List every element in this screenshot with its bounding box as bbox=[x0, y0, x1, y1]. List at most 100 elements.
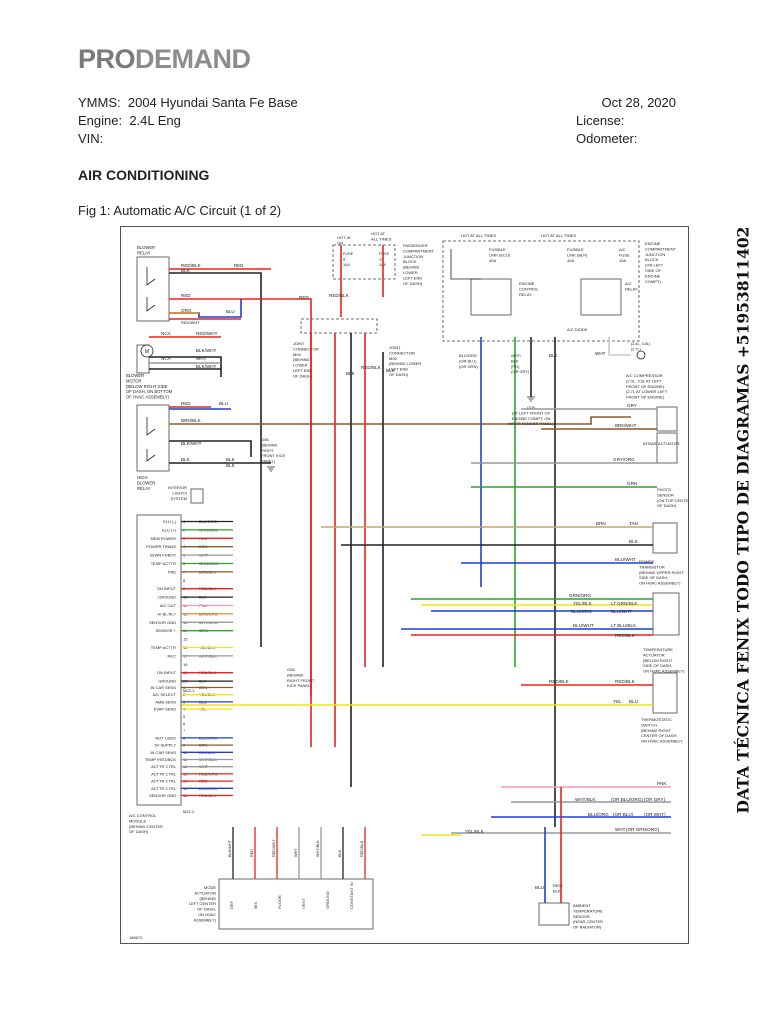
motor-symbol bbox=[140, 344, 154, 358]
report-date: Oct 28, 2020 bbox=[601, 95, 676, 110]
diagram-label: OF DASH, bbox=[197, 907, 216, 912]
diagram-label: TEMPERATURE bbox=[573, 908, 603, 913]
temperature-actuator-box bbox=[652, 592, 680, 636]
module-pin-label: FRE bbox=[168, 569, 176, 574]
wire-wht-comp bbox=[608, 337, 631, 356]
diagram-label: A/C CONTROL bbox=[129, 813, 157, 818]
diagram-label: OF DASH) bbox=[403, 281, 423, 286]
diagram-label: OF RADIATOR) bbox=[573, 925, 602, 930]
diagram-label: (NEAR CENTER bbox=[573, 919, 603, 924]
engine-value: 2.4L Eng bbox=[129, 113, 181, 128]
diagram-label: (2.7L) bbox=[631, 347, 642, 351]
diagram-label: M04 bbox=[293, 352, 302, 357]
diagram-label: INTERIOR bbox=[168, 485, 187, 490]
diagram-label: A/C DIODE bbox=[567, 327, 588, 332]
diagram-label: (BEHIND bbox=[293, 357, 310, 362]
diagram-label: YEL bbox=[613, 699, 622, 704]
module-pin-label-bottom: IN CAR SENS bbox=[150, 685, 176, 690]
diagram-label: (2.4L, 3.5L) bbox=[631, 342, 651, 346]
module-pin-number: 15 bbox=[183, 637, 188, 642]
module-pin-label: GROUND bbox=[158, 595, 176, 600]
module-pin-label: ELU (+) bbox=[162, 527, 177, 532]
module-pin-label: MEM POWER bbox=[150, 536, 176, 541]
diagram-label: (OR WHT) bbox=[644, 812, 666, 817]
diagram-label: FUSE bbox=[619, 252, 630, 257]
prodemand-logo: PRODEMAND bbox=[78, 44, 251, 74]
diagram-label: BLU bbox=[535, 885, 544, 890]
diagram-label: BRN/BLK bbox=[181, 418, 202, 423]
diagram-label: LT GRN/BLK bbox=[611, 601, 638, 606]
diagram-label: FUSIBLE bbox=[489, 247, 506, 252]
diagram-label: BLK bbox=[629, 539, 639, 544]
diagram-label: M22-2 bbox=[183, 809, 195, 814]
ymms-value: 2004 Hyundai Santa Fe Base bbox=[127, 95, 298, 110]
module-pin-label: TEMP ACTTR bbox=[151, 561, 176, 566]
diagram-label: KICK PANEL) bbox=[287, 683, 312, 688]
report-info: Oct 28, 2020 License: Odometer: bbox=[576, 94, 676, 148]
diagram-label: ON bbox=[337, 240, 343, 245]
mode-wire-label: BLK bbox=[338, 849, 342, 857]
ambient-sensor-box bbox=[538, 902, 570, 926]
diagram-label: LEFT END bbox=[389, 367, 408, 372]
diagram-label: (OR BLU) bbox=[459, 358, 477, 363]
module-pin-label: SENSOR GND bbox=[149, 620, 176, 625]
figure-title: Fig 1: Automatic A/C Circuit (1 of 2) bbox=[78, 203, 282, 218]
diagram-label: MOTOR bbox=[126, 378, 142, 383]
diagram-label: BLK/WHT bbox=[196, 364, 217, 369]
diagram-label: OF DASH) bbox=[129, 829, 149, 834]
diagram-label: BLK/WHT bbox=[181, 441, 202, 446]
diagram-label: CENTER OF DASH, bbox=[641, 733, 677, 738]
diagram-label: YEL/BLK bbox=[573, 601, 593, 606]
module-pin-number-bottom: 7 bbox=[183, 728, 186, 733]
diagram-label: FUSE bbox=[379, 252, 390, 256]
diagram-label: RED/BLK bbox=[615, 633, 636, 638]
diagram-label: BLK bbox=[511, 358, 519, 363]
diagram-label: ON HVAC ASSEMBLY) bbox=[643, 669, 685, 674]
module-pin-label-bottom: EVAP SENS bbox=[154, 707, 177, 712]
diagram-label: BRN/WHT bbox=[615, 423, 637, 428]
diagram-label: 10A bbox=[343, 263, 350, 267]
diagram-label: A/C COMPRESSOR bbox=[626, 373, 663, 378]
module-pin-label: ON INPUT bbox=[157, 670, 177, 675]
diagram-label: 12 bbox=[379, 257, 383, 261]
diagram-label: LEFT END bbox=[293, 368, 312, 373]
module-pin-label-bottom: ACTTR CTRL bbox=[151, 779, 177, 784]
diagram-label: (BEHIND RIGHT bbox=[641, 728, 672, 733]
diagram-label: MODULE bbox=[129, 818, 146, 823]
diagram-label: RED bbox=[181, 401, 191, 406]
diagram-label: TRANSISTOR bbox=[639, 564, 665, 569]
diagram-label: YEL/BLK bbox=[465, 829, 485, 834]
diagram-label: BLOWER bbox=[126, 373, 144, 378]
diagram-label: PHOTO bbox=[657, 487, 671, 492]
diagram-label: TEMPERATURE bbox=[643, 647, 673, 652]
diagram-label: RED/BLK bbox=[181, 263, 202, 268]
module-pin-label: SENSOR + bbox=[156, 628, 177, 633]
mode-pin-label: DEF bbox=[229, 900, 234, 909]
diagram-label: RED bbox=[234, 263, 243, 268]
diagram-label: CONNECTOR bbox=[389, 350, 415, 355]
vehicle-info: YMMS: 2004 Hyundai Santa Fe Base Engine:… bbox=[78, 94, 298, 148]
diagram-label: (OR GRY) bbox=[511, 369, 530, 374]
diagram-label: BRN bbox=[596, 521, 606, 526]
diagram-label: LOWER bbox=[403, 270, 418, 275]
diagram-label: RED/ bbox=[553, 883, 563, 888]
module-pin-label: ON INPUT bbox=[157, 586, 177, 591]
diagram-label: HOT AT ALL TIMES bbox=[541, 233, 576, 238]
diagram-label: WHT bbox=[595, 351, 606, 356]
diagram-label: COMPT) bbox=[645, 279, 661, 284]
diagram-label: (OR GRY) bbox=[644, 797, 666, 802]
diagram-label: FRONT OF ENGINE) bbox=[626, 384, 665, 389]
diagram-label: 8 bbox=[343, 257, 345, 261]
diagram-label: FRONT OF ENGINE) bbox=[626, 395, 665, 400]
diagram-label: PNK bbox=[657, 781, 667, 786]
module-pin-label-bottom: AMB SENS bbox=[155, 699, 176, 704]
diagram-label: (2.4L, 3.5L AT LEFT bbox=[626, 378, 662, 383]
diagram-label: 40A bbox=[489, 258, 496, 263]
module-pin-label-bottom: SENSOR GND bbox=[149, 793, 176, 798]
diagram-label: HOT AT bbox=[371, 231, 386, 236]
wire-blk-wht bbox=[149, 356, 222, 377]
diagram-label: BLOWER bbox=[137, 245, 155, 250]
diagram-label: (ON LEFT bbox=[645, 263, 664, 268]
